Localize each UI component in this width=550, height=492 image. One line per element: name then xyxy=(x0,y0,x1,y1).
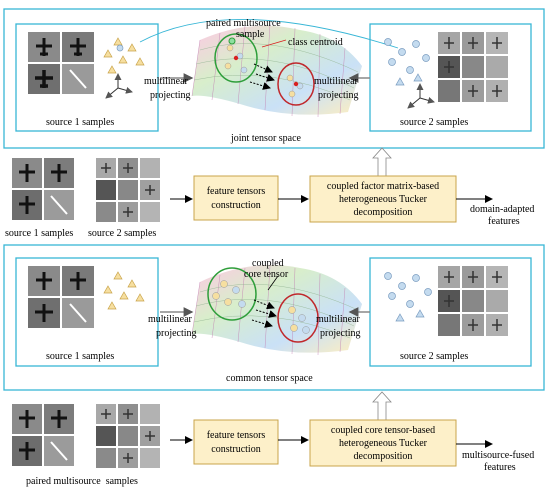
flow1-source1-images xyxy=(12,158,74,220)
flow1-section: source 1 samples source 2 samples featur… xyxy=(5,158,534,239)
top-joint-space-label: joint tensor space xyxy=(230,133,302,144)
flow1-output-line2: features xyxy=(488,216,520,227)
top-class-centroid-label: class centroid xyxy=(288,37,343,48)
bottom-outer-frame xyxy=(3,244,545,391)
bottom-right-projecting: projecting xyxy=(320,328,361,339)
bottom-source1-label: source 1 samples xyxy=(46,351,114,362)
bottom-coupled-label-line2: core tensor xyxy=(244,269,289,280)
top-section: source 1 samples xyxy=(3,8,545,149)
bottom-left-multilinear: multilinear xyxy=(148,314,193,325)
bottom-source1-triangles xyxy=(103,271,145,310)
top-left-projecting: projecting xyxy=(150,90,191,101)
flow1-source1-label: source 1 samples xyxy=(5,228,73,239)
bottom-right-multilinear: multilinear xyxy=(316,314,361,325)
bottom-red-class-ellipse xyxy=(277,293,319,343)
flow2-coupled-box-line2: heterogeneous Tucker xyxy=(339,438,428,449)
bottom-source2-points xyxy=(384,272,432,322)
top-paired-label-line1: paired multisource xyxy=(206,18,281,29)
top-source1-frame xyxy=(15,23,159,132)
top-green-class-ellipse xyxy=(214,33,258,83)
flow2-paired-label: paired multisource samples xyxy=(26,476,138,487)
top-source2-label: source 2 samples xyxy=(400,117,468,128)
flow1-output-line1: domain-adapted xyxy=(470,204,534,215)
flow2-source2-images xyxy=(96,404,160,468)
bottom-source1-frame xyxy=(15,257,159,367)
flow2-section: paired multisource samples feature tenso… xyxy=(12,404,534,487)
top-pair-connector xyxy=(139,18,399,49)
flow2-feature-box xyxy=(193,419,279,465)
bottom-core-tensor-pointer xyxy=(267,275,279,291)
top-centroid-pointer xyxy=(261,39,287,48)
flow2-coupled-box xyxy=(309,419,457,467)
top-right-multilinear: multilinear xyxy=(314,76,359,87)
flow1-coupled-box xyxy=(309,175,457,223)
top-source1-axes xyxy=(105,73,133,99)
top-source2-image-grid xyxy=(438,32,508,102)
top-right-projecting: projecting xyxy=(318,90,359,101)
bottom-common-space-label: common tensor space xyxy=(226,373,313,384)
flow1-feature-box xyxy=(193,175,279,221)
bottom-dashed-arrows xyxy=(251,299,277,328)
bottom-source1-image-grid xyxy=(28,266,94,328)
flow2-source1-images xyxy=(12,404,74,466)
top-red-class-ellipse xyxy=(277,62,315,106)
flow1-coupled-box-line3: decomposition xyxy=(354,207,413,218)
flow2-feature-box-line2: construction xyxy=(211,444,260,455)
bottom-sample-points xyxy=(212,280,310,334)
top-left-multilinear: multilinear xyxy=(144,76,189,87)
flow2-output-line2: features xyxy=(484,462,516,473)
flow1-feature-box-line1: feature tensors xyxy=(207,186,266,197)
top-dashed-arrows xyxy=(249,63,275,90)
bottom-green-class-ellipse xyxy=(207,267,257,321)
top-source1-label: source 1 samples xyxy=(46,117,114,128)
hollow-up-arrow-2 xyxy=(372,391,392,421)
flow1-feature-box-line2: construction xyxy=(211,200,260,211)
top-source2-points xyxy=(384,38,430,86)
flow2-feature-box-line1: feature tensors xyxy=(207,430,266,441)
top-outer-frame xyxy=(3,8,545,149)
top-source1-triangles xyxy=(103,37,145,74)
flow1-coupled-box-line1: coupled factor matrix-based xyxy=(327,181,439,192)
top-source2-axes xyxy=(407,83,435,109)
flow2-output-line1: multisource-fused xyxy=(462,450,534,461)
top-sample-points xyxy=(224,37,304,98)
top-paired-label-line2: sample xyxy=(236,29,265,40)
flow1-source2-label: source 2 samples xyxy=(88,228,156,239)
bottom-source2-image-grid xyxy=(438,266,508,336)
bottom-source2-label: source 2 samples xyxy=(400,351,468,362)
bottom-coupled-label-line1: coupled xyxy=(252,258,284,269)
flow1-coupled-box-line2: heterogeneous Tucker xyxy=(339,194,428,205)
bottom-left-projecting: projecting xyxy=(156,328,197,339)
flow1-source2-images xyxy=(96,158,160,222)
flow2-coupled-box-line1: coupled core tensor-based xyxy=(331,425,435,436)
top-source1-image-grid xyxy=(28,32,94,94)
bottom-section: source 1 samples coupled core xyxy=(3,244,545,391)
flow2-coupled-box-line3: decomposition xyxy=(354,451,413,462)
hollow-up-arrow-1 xyxy=(372,147,392,179)
